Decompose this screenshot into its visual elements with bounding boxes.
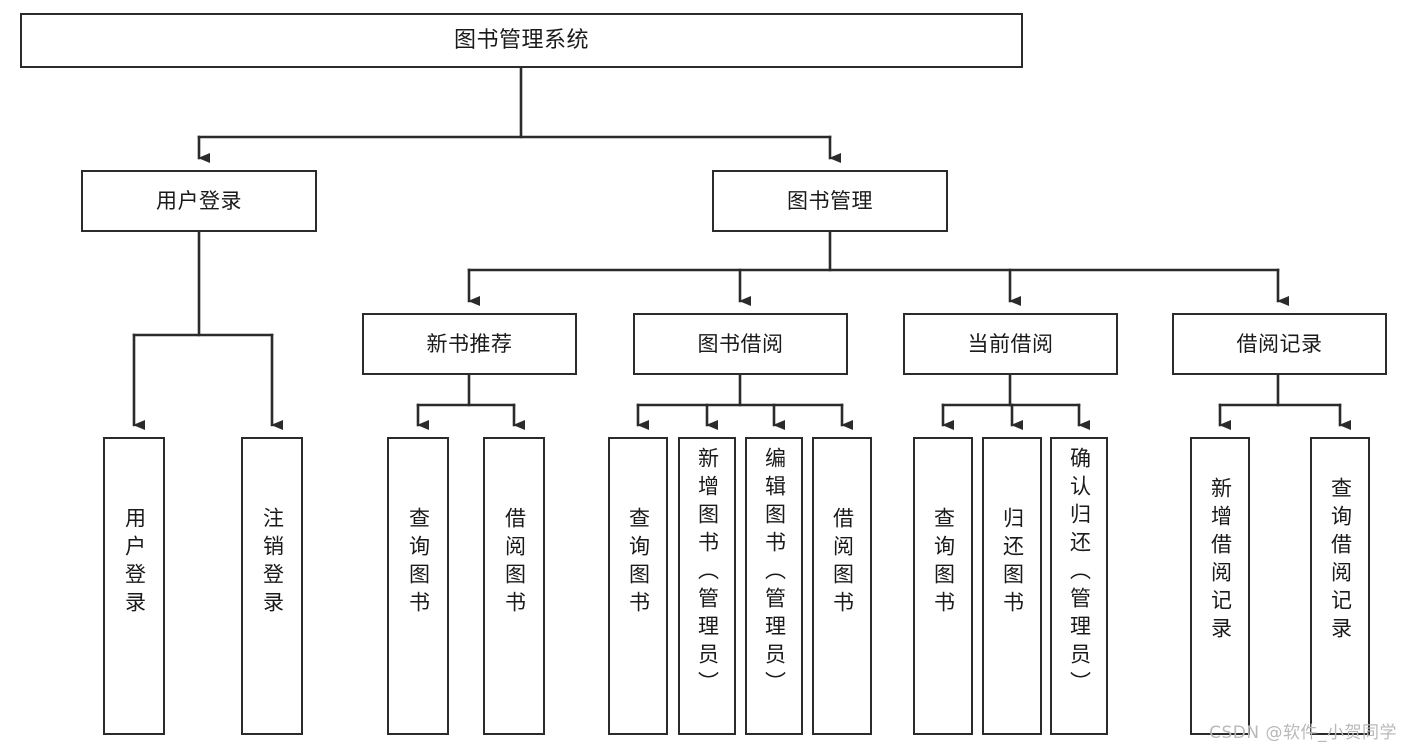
node-leaf-return-book[interactable]: 归还图书 (982, 437, 1042, 735)
node-leaf-user-login[interactable]: 用户登录 (103, 437, 165, 735)
node-leaf-borrow-book-2-label: 借阅图书 (830, 507, 855, 619)
node-new-book-recommend[interactable]: 新书推荐 (362, 313, 577, 375)
node-user-login[interactable]: 用户登录 (81, 170, 317, 232)
node-leaf-query-book-2[interactable]: 查询图书 (608, 437, 668, 735)
csdn-watermark: CSDN @软件_小贺同学 (1209, 723, 1397, 743)
node-book-borrow[interactable]: 图书借阅 (633, 313, 848, 375)
node-leaf-query-record[interactable]: 查询借阅记录 (1310, 437, 1370, 735)
node-current-borrow[interactable]: 当前借阅 (903, 313, 1118, 375)
node-leaf-add-record-label: 新增借阅记录 (1208, 477, 1233, 645)
node-leaf-add-book-label: 新增图书（管理员） (695, 447, 720, 699)
node-book-borrow-label: 图书借阅 (697, 331, 784, 356)
node-leaf-logout[interactable]: 注销登录 (241, 437, 303, 735)
node-leaf-edit-book-label: 编辑图书（管理员） (762, 447, 787, 699)
node-leaf-confirm-return-label: 确认归还（管理员） (1067, 447, 1092, 699)
node-leaf-add-book[interactable]: 新增图书（管理员） (678, 437, 736, 735)
node-leaf-borrow-book-2[interactable]: 借阅图书 (812, 437, 872, 735)
node-leaf-query-book-1[interactable]: 查询图书 (387, 437, 449, 735)
node-leaf-return-book-label: 归还图书 (1000, 507, 1025, 619)
node-leaf-query-book-3-label: 查询图书 (931, 507, 956, 619)
node-leaf-query-book-3[interactable]: 查询图书 (913, 437, 973, 735)
node-leaf-add-record[interactable]: 新增借阅记录 (1190, 437, 1250, 735)
node-leaf-user-login-label: 用户登录 (122, 507, 147, 619)
node-book-manage-label: 图书管理 (787, 188, 873, 213)
node-borrow-record[interactable]: 借阅记录 (1172, 313, 1387, 375)
node-leaf-query-record-label: 查询借阅记录 (1328, 477, 1353, 645)
node-book-manage[interactable]: 图书管理 (712, 170, 948, 232)
node-leaf-edit-book[interactable]: 编辑图书（管理员） (745, 437, 803, 735)
node-leaf-query-book-1-label: 查询图书 (406, 507, 431, 619)
node-current-borrow-label: 当前借阅 (967, 331, 1054, 356)
node-leaf-query-book-2-label: 查询图书 (626, 507, 651, 619)
node-leaf-logout-label: 注销登录 (260, 507, 285, 619)
node-leaf-borrow-book-1[interactable]: 借阅图书 (483, 437, 545, 735)
node-new-book-recommend-label: 新书推荐 (426, 331, 513, 356)
node-root[interactable]: 图书管理系统 (20, 13, 1023, 68)
node-root-label: 图书管理系统 (453, 27, 589, 53)
node-borrow-record-label: 借阅记录 (1236, 331, 1323, 356)
node-leaf-confirm-return[interactable]: 确认归还（管理员） (1050, 437, 1108, 735)
node-leaf-borrow-book-1-label: 借阅图书 (502, 507, 527, 619)
node-user-login-label: 用户登录 (156, 188, 242, 213)
